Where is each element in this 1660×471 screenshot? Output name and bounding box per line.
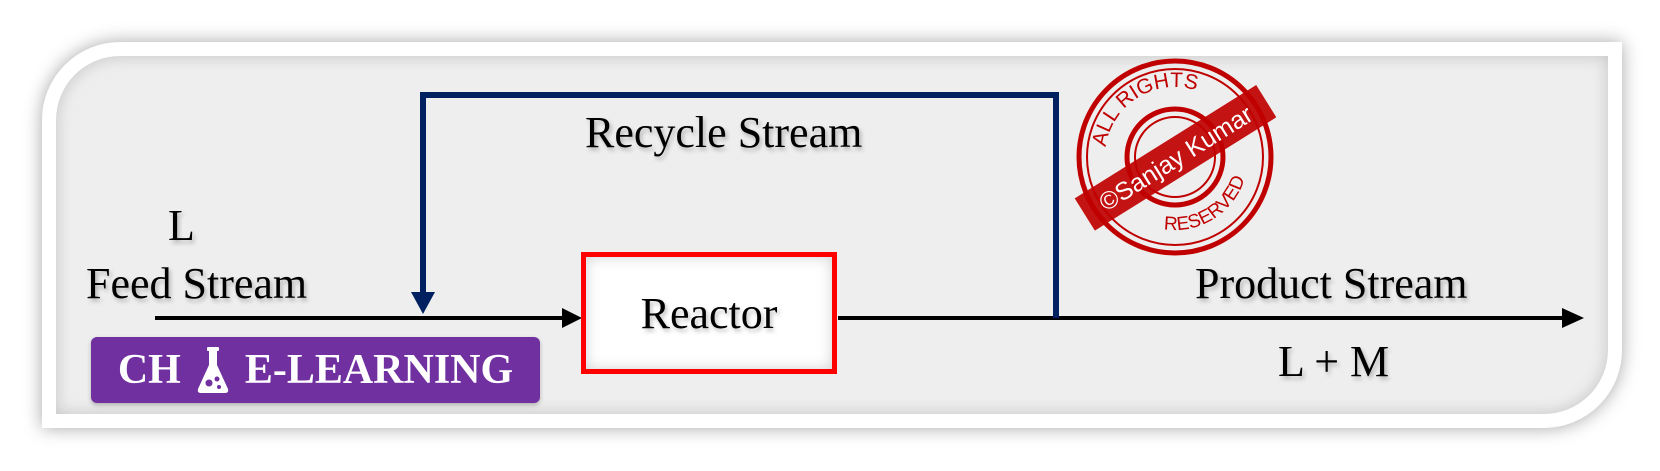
product-components-label: L + M <box>1278 337 1390 386</box>
ch-elearning-badge: CH E-LEARNING <box>91 337 540 403</box>
badge-right-text: E-LEARNING <box>244 347 514 393</box>
feed-arrowhead <box>562 308 582 328</box>
product-stream-label: Product Stream <box>1195 259 1468 308</box>
feed-component-label: L <box>168 201 195 250</box>
recycle-arrowhead <box>411 292 435 314</box>
recycle-stream-label: Recycle Stream <box>585 108 863 157</box>
feed-stream-label: Feed Stream <box>86 259 308 308</box>
badge-left-text: CH <box>117 347 181 393</box>
flask-icon <box>197 347 229 393</box>
copyright-stamp: ALL RIGHTS RESERVED ©Sanjay Kumar <box>1074 56 1276 256</box>
reactor-box: Reactor <box>581 252 837 374</box>
product-arrowhead <box>1562 308 1584 328</box>
recycle-stream-line <box>420 92 1059 318</box>
reactor-label: Reactor <box>640 288 778 338</box>
